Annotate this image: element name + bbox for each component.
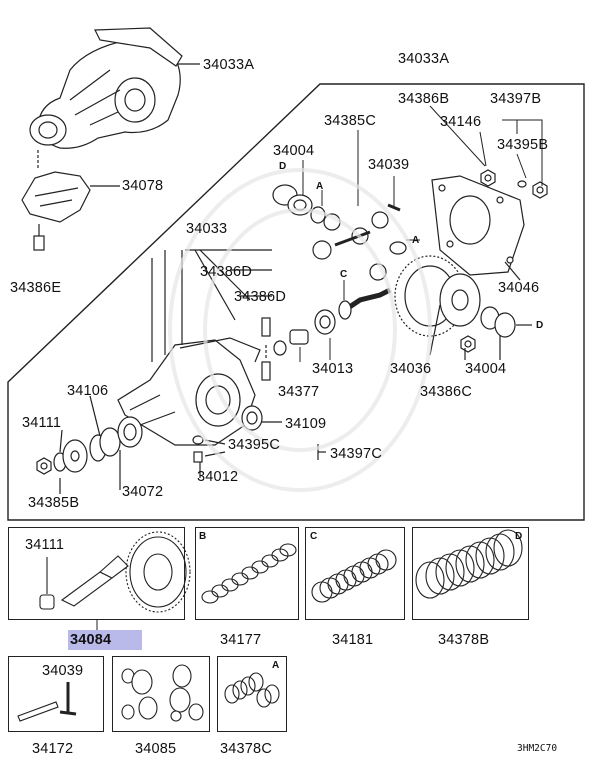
pin-box xyxy=(8,656,104,732)
bracket-34078 xyxy=(21,150,120,251)
callout-34013[interactable]: 34013 xyxy=(312,361,354,377)
callout-34033[interactable]: 34033 xyxy=(186,221,228,237)
callout-34378B[interactable]: 34378B xyxy=(438,632,490,648)
callout-34181[interactable]: 34181 xyxy=(332,632,374,648)
callout-34146[interactable]: 34146 xyxy=(440,114,482,130)
callout-34072[interactable]: 34072 xyxy=(122,484,164,500)
letter-c-mid: C xyxy=(340,269,348,280)
pinion-box-part-no[interactable]: 34111 xyxy=(25,537,65,553)
callout-34106[interactable]: 34106 xyxy=(67,383,109,399)
callout-34397C[interactable]: 34397C xyxy=(330,446,382,462)
callout-34036[interactable]: 34036 xyxy=(390,361,432,377)
letter-d-top: D xyxy=(279,161,287,172)
shim-d-box xyxy=(412,527,529,620)
callout-34378C[interactable]: 34378C xyxy=(220,741,272,757)
letter-a-mid: A xyxy=(412,235,420,246)
shim-b-letter: B xyxy=(199,531,207,542)
callout-34177[interactable]: 34177 xyxy=(220,632,262,648)
callout-34385B[interactable]: 34385B xyxy=(28,495,80,511)
ring-pinion-art xyxy=(39,531,191,613)
callout-34039-top[interactable]: 34039 xyxy=(368,157,410,173)
highlight-34084 xyxy=(68,630,142,650)
shim-a-box xyxy=(217,656,287,732)
callout-34172[interactable]: 34172 xyxy=(32,741,74,757)
callout-34386E[interactable]: 34386E xyxy=(10,280,62,296)
letter-a-top: A xyxy=(316,181,324,192)
callout-34395C[interactable]: 34395C xyxy=(228,437,280,453)
pin-art xyxy=(17,682,77,722)
diff-gears-art xyxy=(121,664,204,722)
callout-34084[interactable]: 34084 xyxy=(70,632,112,648)
callout-34386D-2[interactable]: 34386D xyxy=(234,289,286,305)
callout-34385C[interactable]: 34385C xyxy=(324,113,376,129)
callout-34386B[interactable]: 34386B xyxy=(398,91,450,107)
callout-34085[interactable]: 34085 xyxy=(135,741,177,757)
callout-34386D-1[interactable]: 34386D xyxy=(200,264,252,280)
callout-34109[interactable]: 34109 xyxy=(285,416,327,432)
callout-34012[interactable]: 34012 xyxy=(197,469,239,485)
callout-34397B[interactable]: 34397B xyxy=(490,91,542,107)
shim-stacks-art xyxy=(201,529,523,708)
shim-d-letter: D xyxy=(515,531,523,542)
pin-box-part-no[interactable]: 34039 xyxy=(42,663,84,679)
letter-d-mid: D xyxy=(536,320,544,331)
shim-a-letter: A xyxy=(272,660,280,671)
flange-parts xyxy=(36,395,326,494)
callout-34395B[interactable]: 34395B xyxy=(497,137,549,153)
diff-gears-box xyxy=(112,656,210,732)
callout-34046[interactable]: 34046 xyxy=(498,280,540,296)
callout-34377[interactable]: 34377 xyxy=(278,384,320,400)
pinion-gear-box xyxy=(8,527,185,620)
diff-assembly-top xyxy=(29,27,200,149)
callout-34004-top[interactable]: 34004 xyxy=(273,143,315,159)
exploded-view-frame xyxy=(7,83,585,521)
shim-b-box xyxy=(195,527,299,620)
callout-34111-top[interactable]: 34111 xyxy=(22,415,62,431)
watermark xyxy=(168,168,432,492)
callout-34386C[interactable]: 34386C xyxy=(420,384,472,400)
callout-34033A-box[interactable]: 34033A xyxy=(398,51,450,67)
shim-c-letter: C xyxy=(310,531,318,542)
callout-34033A-top[interactable]: 34033A xyxy=(203,57,255,73)
rear-cover-34046 xyxy=(431,169,548,281)
diff-internals xyxy=(272,184,532,360)
shim-c-box xyxy=(305,527,405,620)
callout-34078[interactable]: 34078 xyxy=(122,178,164,194)
diagram-code: 3HM2C70 xyxy=(517,743,558,754)
callout-34004-bot[interactable]: 34004 xyxy=(465,361,507,377)
leader-lines-top xyxy=(299,105,543,362)
